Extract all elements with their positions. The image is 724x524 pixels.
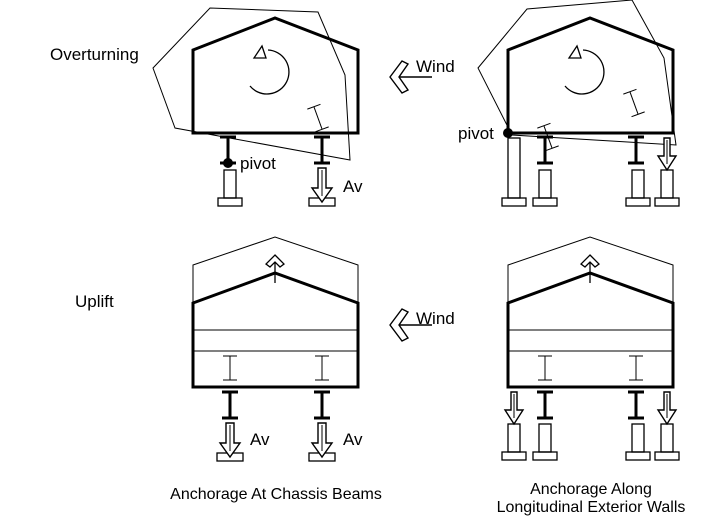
av-label: Av [343,430,363,449]
anchor-force-arrow-icon [657,391,677,425]
floor-beam-icon [314,355,330,381]
caption-chassis-beams: Anchorage At Chassis Beams [170,486,382,503]
floor-beam-icon [222,355,238,381]
tall-pier-icon [501,137,527,207]
pier-icon [654,423,680,461]
chassis-beam-icon [626,390,646,420]
uplift-wall-panel [501,236,680,461]
pier-icon [625,423,651,461]
chassis-beam-icon [312,390,332,420]
chassis-beam-icon [535,390,555,420]
pivot-point [223,158,233,168]
pier-icon [532,169,558,207]
floor-beam-icon [537,355,553,381]
wind-bottom: Wind [389,308,455,342]
pivot-point [503,128,513,138]
uplift-arrow-icon [580,254,600,284]
caption-exterior-walls-line2: Longitudinal Exterior Walls [497,499,686,516]
pivot-label: pivot [240,154,276,173]
overturning-chassis-panel: Overturning pivot Av [50,7,363,207]
pier-icon [532,423,558,461]
lifted-house-outline [192,236,359,331]
pivot-label: pivot [458,124,494,143]
pier-icon [501,423,527,461]
anchor-pier-icon [308,167,336,207]
anchor-pier-icon [216,422,244,462]
uplift-label: Uplift [75,292,114,311]
anchor-force-arrow-icon [504,391,524,425]
chassis-beam-icon [312,135,332,165]
av-label: Av [250,430,270,449]
house-outline [191,271,360,389]
chassis-beam-icon [626,135,646,165]
tilted-floor-beam-icon [306,103,330,133]
wind-top: Wind [389,57,455,94]
pier-icon [217,169,243,207]
pier-icon [625,169,651,207]
overturning-label: Overturning [50,45,139,64]
house-outline [506,16,675,135]
uplift-chassis-panel: Uplift Av Av [75,236,363,462]
rotation-arrow-icon [249,45,290,95]
caption-exterior-walls-line1: Anchorage Along [530,481,652,498]
uplift-arrow-icon [265,254,285,284]
lifted-house-outline [507,236,674,331]
wind-label: Wind [416,57,455,76]
tilted-floor-beam-icon [622,88,646,118]
tilted-house-outline [152,7,351,161]
anchor-force-arrow-icon [657,137,677,171]
floor-beam-icon [628,355,644,381]
rotation-arrow-icon [564,45,605,95]
overturning-wall-panel: pivot [458,0,680,207]
av-label: Av [343,177,363,196]
chassis-beam-icon [220,390,240,420]
pier-icon [654,169,680,207]
house-outline [506,271,675,389]
house-outline [191,16,360,135]
anchor-pier-icon [308,422,336,462]
wind-label: Wind [416,309,455,328]
chassis-beam-icon [535,135,555,165]
